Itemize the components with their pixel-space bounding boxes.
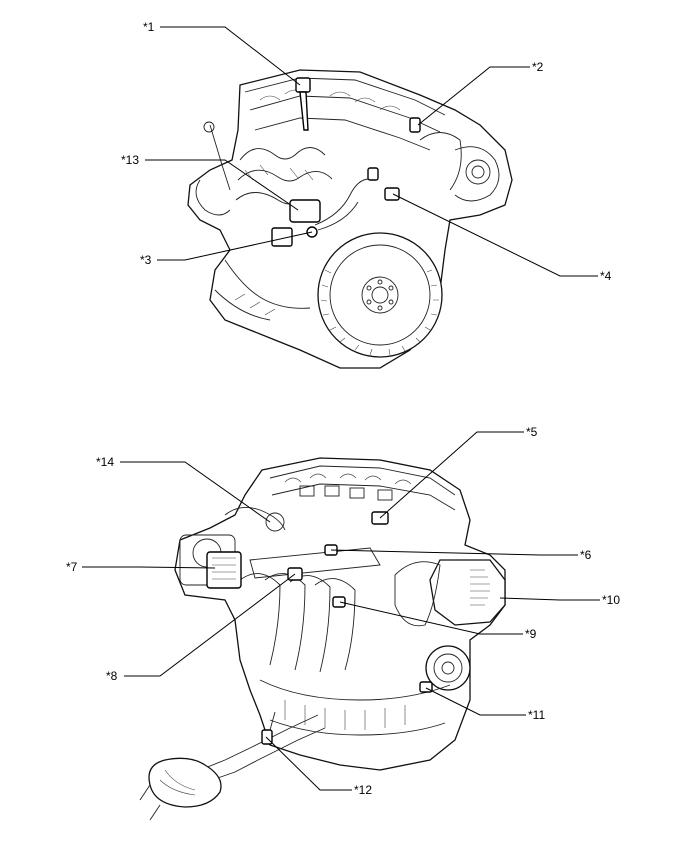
callout-label-3: *3 <box>140 253 152 267</box>
leader-line-5 <box>379 431 524 519</box>
leader-line-6 <box>330 549 578 556</box>
leader-line-13 <box>145 159 299 211</box>
callout-label-4: *4 <box>600 269 612 283</box>
callout-label-2: *2 <box>532 60 544 74</box>
leader-line-1 <box>160 26 301 86</box>
callout-label-1: *1 <box>143 20 155 34</box>
callout-label-14: *14 <box>96 455 114 469</box>
leader-line-8 <box>124 573 296 677</box>
callout-label-11: *11 <box>528 708 545 722</box>
callout-label-5: *5 <box>526 425 538 439</box>
callout-label-6: *6 <box>580 548 592 562</box>
leader-line-12 <box>265 736 352 791</box>
leader-line-7 <box>82 566 216 569</box>
leader-line-10 <box>499 597 600 601</box>
engine-rear-view-illustration <box>187 69 513 369</box>
callout-label-12: *12 <box>354 783 372 797</box>
leader-lines <box>82 26 600 791</box>
callout-label-13: *13 <box>121 153 139 167</box>
leader-line-11 <box>425 687 526 716</box>
callout-label-10: *10 <box>602 593 620 607</box>
callout-label-8: *8 <box>106 669 118 683</box>
leader-line-2 <box>417 66 530 126</box>
leader-line-4 <box>392 193 598 277</box>
leader-line-9 <box>339 601 523 635</box>
callout-labels: *1 *2 *13 *3 *4 *5 *14 *6 *7 *10 *9 *8 *… <box>66 20 620 797</box>
callout-label-9: *9 <box>525 627 537 641</box>
engine-front-view-illustration <box>139 457 506 821</box>
leader-line-14 <box>120 461 271 523</box>
callout-label-7: *7 <box>66 560 78 574</box>
leader-line-3 <box>157 231 313 261</box>
